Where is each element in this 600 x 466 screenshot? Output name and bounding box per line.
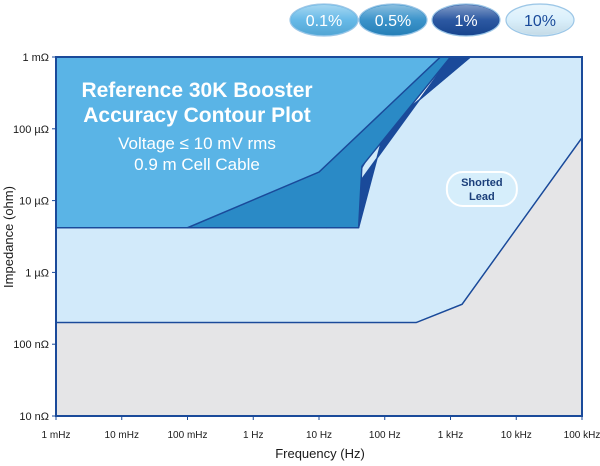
x-axis-label: Frequency (Hz) — [275, 446, 365, 461]
legend: 0.1% 0.5% 1% 10% — [289, 3, 575, 37]
y-tick-label: 1 µΩ — [25, 267, 49, 279]
x-tick-label: 1 mHz — [42, 430, 71, 441]
legend-swatch-gloss — [507, 5, 573, 35]
chart-subtitle-line2: 0.9 m Cell Cable — [134, 155, 260, 174]
annotation-text: Shorted — [461, 177, 503, 189]
x-tick-label: 10 mHz — [105, 430, 139, 441]
x-tick-label: 100 Hz — [369, 430, 401, 441]
annotation-bubble — [445, 171, 518, 208]
legend-label: 0.5% — [375, 13, 411, 30]
chart-subtitle: Voltage ≤ 10 mV rms — [118, 134, 276, 153]
x-axis-ticks: 1 mHz 10 mHz 100 mHz 1 Hz 10 Hz 100 Hz 1 kHz 10… — [42, 416, 600, 441]
x-tick-label: 10 kHz — [501, 430, 532, 441]
x-tick-label: 10 Hz — [306, 430, 332, 441]
x-tick-label: 100 mHz — [167, 430, 207, 441]
y-tick-label: 10 µΩ — [19, 196, 49, 208]
legend-item: 1% — [431, 3, 501, 37]
legend-item: 10% — [505, 3, 575, 37]
y-tick-label: 1 mΩ — [22, 52, 49, 64]
title-block: Reference 30K Booster Accuracy Contour P… — [81, 79, 312, 174]
y-tick-label: 10 nΩ — [19, 411, 49, 423]
legend-item: 0.1% — [289, 3, 359, 37]
legend-swatch-gloss — [360, 5, 426, 35]
y-axis-ticks: 1 mΩ 100 µΩ 10 µΩ 1 µΩ 100 nΩ 10 nΩ — [13, 52, 56, 423]
legend-label: 10% — [524, 13, 556, 30]
x-tick-label: 100 kHz — [564, 430, 600, 441]
annotation-text-line2: Lead — [469, 191, 495, 203]
legend-label: 0.1% — [306, 13, 342, 30]
x-tick-label: 1 Hz — [243, 430, 264, 441]
chart-title: Reference 30K Booster — [81, 79, 312, 102]
legend-label: 1% — [454, 13, 477, 30]
y-tick-label: 100 µΩ — [13, 124, 49, 136]
y-tick-label: 100 nΩ — [13, 339, 49, 351]
chart-title-line2: Accuracy Contour Plot — [83, 104, 311, 127]
legend-item: 0.5% — [358, 3, 428, 37]
x-tick-label: 1 kHz — [438, 430, 464, 441]
legend-swatch-gloss — [291, 5, 357, 35]
y-axis-label: Impedance (ohm) — [1, 186, 16, 288]
legend-swatch-gloss — [433, 5, 499, 35]
contour-regions — [55, 56, 583, 417]
